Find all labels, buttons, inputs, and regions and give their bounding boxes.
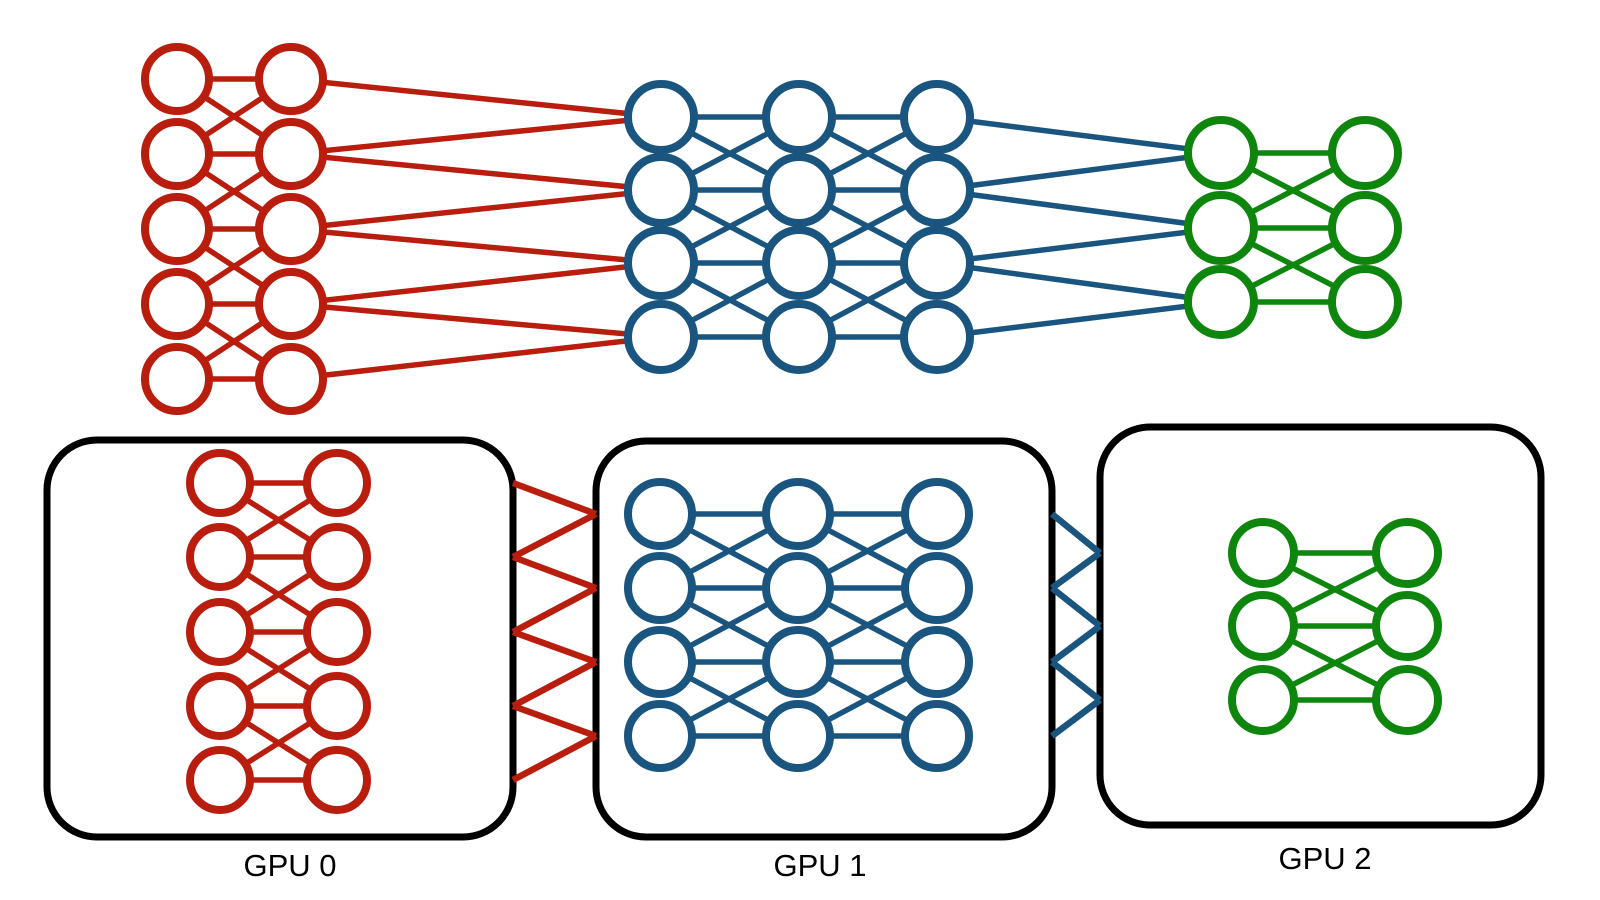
gpu-label: GPU 1	[773, 848, 866, 883]
neuron-node-red	[186, 672, 254, 740]
neuron-node-red	[186, 449, 254, 517]
neuron-node-blue	[901, 478, 973, 550]
neuron-node-blue	[762, 153, 836, 227]
neuron-node-blue	[624, 226, 698, 300]
neuron-node-blue	[900, 153, 974, 227]
neuron-node-red	[141, 118, 213, 190]
neuron-node-red	[255, 118, 327, 190]
neuron-node-blue	[901, 700, 973, 772]
neuron-node-red	[303, 523, 371, 591]
neuron-node-blue	[762, 552, 834, 624]
neuron-node-red	[303, 672, 371, 740]
neuron-node-green	[1328, 191, 1402, 265]
neuron-node-red	[255, 343, 327, 415]
gpu1-blue-layers-nodes	[624, 478, 973, 772]
neuron-node-green	[1372, 665, 1442, 735]
neuron-node-green	[1228, 591, 1298, 661]
neuron-node-red	[303, 449, 371, 517]
neuron-node-red	[186, 523, 254, 591]
neuron-node-blue	[900, 226, 974, 300]
neuron-node-blue	[624, 700, 696, 772]
neuron-node-green	[1228, 518, 1298, 588]
neuron-node-red	[141, 268, 213, 340]
neuron-node-blue	[624, 300, 698, 374]
neuron-node-red	[255, 268, 327, 340]
neuron-node-green	[1328, 116, 1402, 190]
neuron-node-blue	[624, 478, 696, 550]
gpu0-to-gpu1-links	[511, 479, 598, 783]
neuron-node-green	[1184, 116, 1258, 190]
neuron-node-green	[1228, 665, 1298, 735]
gpu-label: GPU 2	[1278, 841, 1371, 876]
gpu0-red-layers-nodes	[186, 449, 371, 814]
gpu1-to-gpu2-links	[1049, 511, 1103, 739]
gpu-gap-links	[511, 479, 1103, 783]
neuron-node-red	[255, 193, 327, 265]
neuron-node-blue	[624, 153, 698, 227]
neuron-node-blue	[762, 478, 834, 550]
neuron-node-blue	[624, 80, 698, 154]
neuron-node-red	[186, 746, 254, 814]
gpu2-green-layers-nodes	[1228, 518, 1442, 735]
gpu-box	[43, 436, 517, 841]
neuron-node-blue	[900, 300, 974, 374]
neuron-node-green	[1184, 265, 1258, 339]
neuron-node-red	[186, 598, 254, 666]
gpu-label: GPU 0	[243, 848, 336, 883]
neuron-node-blue	[762, 226, 836, 300]
neuron-node-red	[303, 598, 371, 666]
neuron-node-blue	[762, 80, 836, 154]
neuron-node-green	[1328, 265, 1402, 339]
neuron-node-blue	[624, 626, 696, 698]
neuron-node-red	[141, 193, 213, 265]
neuron-node-blue	[624, 552, 696, 624]
neuron-node-red	[303, 746, 371, 814]
neuron-node-red	[141, 343, 213, 415]
neuron-node-blue	[762, 300, 836, 374]
neuron-node-blue	[762, 626, 834, 698]
neuron-node-blue	[901, 626, 973, 698]
neuron-node-green	[1372, 591, 1442, 661]
neuron-node-blue	[900, 80, 974, 154]
neuron-node-green	[1372, 518, 1442, 588]
neuron-node-blue	[762, 700, 834, 772]
top-network-nodes	[141, 43, 1402, 415]
neuron-node-red	[141, 43, 213, 115]
neuron-node-red	[255, 43, 327, 115]
neuron-node-blue	[901, 552, 973, 624]
neuron-node-green	[1184, 191, 1258, 265]
